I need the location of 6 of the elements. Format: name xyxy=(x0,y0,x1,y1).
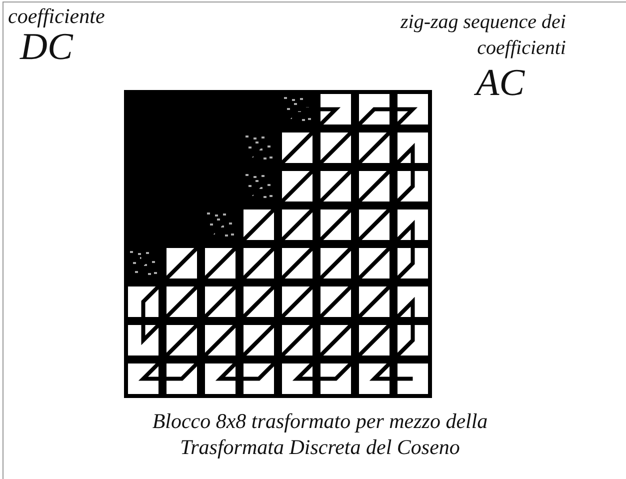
label-text: DC xyxy=(20,28,73,66)
label-text: coefficienti xyxy=(477,38,566,58)
label-text: coefficiente xyxy=(8,6,105,27)
label-text: zig-zag sequence dei xyxy=(400,12,566,32)
label-text: AC xyxy=(476,64,525,102)
caption: Blocco 8x8 trasformato per mezzo della Trasformata Discreta del Coseno xyxy=(151,408,489,460)
